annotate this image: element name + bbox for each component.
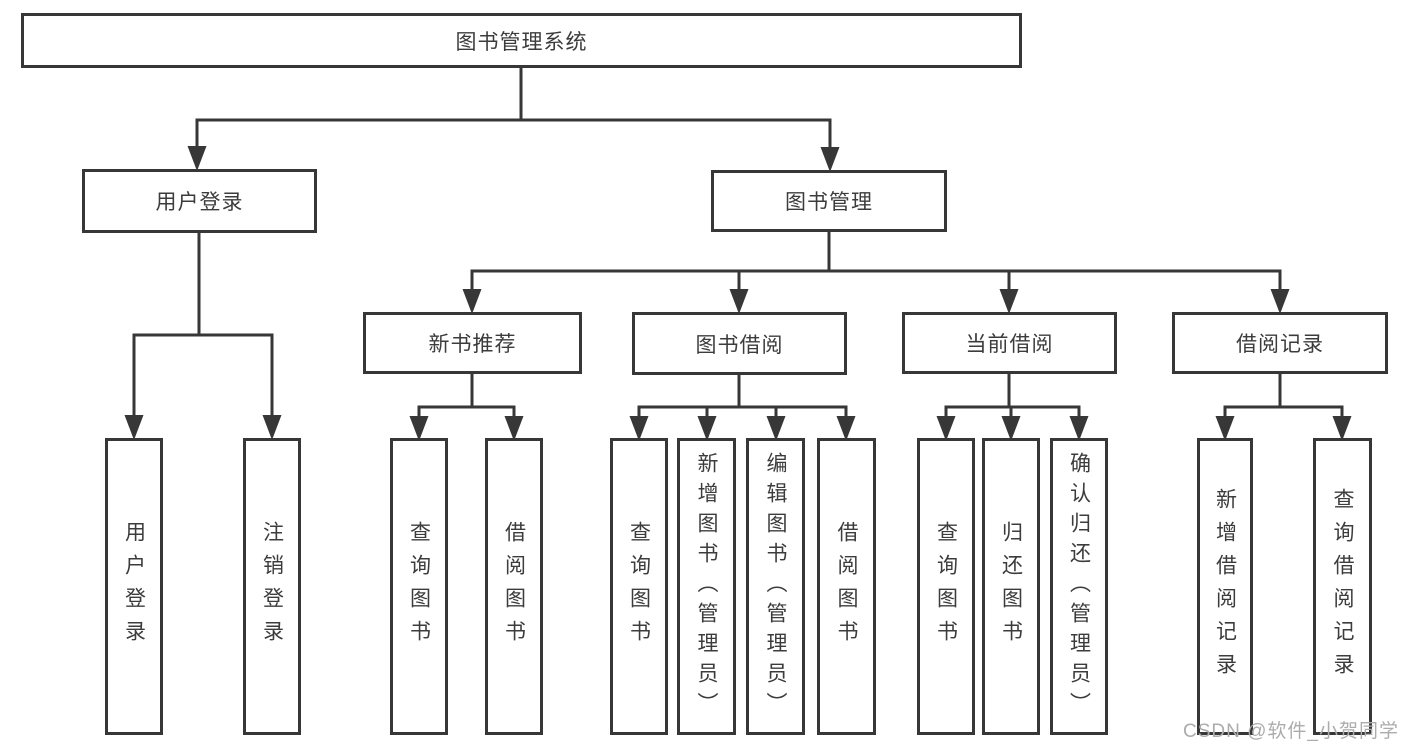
node-leaf-query-books-rec: 查询图书 <box>390 438 448 735</box>
node-label: 用户登录 <box>155 191 244 214</box>
node-user-login-branch: 用户登录 <box>82 169 317 233</box>
node-borrowing-records: 借阅记录 <box>1172 312 1388 374</box>
node-label: 图书借阅 <box>695 333 784 357</box>
node-label: 新增图书（管理员） <box>695 451 718 722</box>
node-label: 新增借阅记录 <box>1213 487 1237 686</box>
arrowheads <box>124 146 1352 441</box>
csdn-watermark: CSDN @软件_小贺同学 <box>1183 721 1399 742</box>
node-label: 注销登录 <box>260 520 284 653</box>
node-label: 图书管理系统 <box>455 30 588 54</box>
node-label: 借阅记录 <box>1236 333 1324 356</box>
node-leaf-confirm-return-admin: 确认归还（管理员） <box>1050 438 1108 735</box>
node-book-management-branch: 图书管理 <box>711 170 947 232</box>
node-leaf-add-book-admin: 新增图书（管理员） <box>677 438 736 735</box>
node-label: 图书管理 <box>785 191 873 214</box>
node-label: 编辑图书（管理员） <box>764 451 787 722</box>
node-book-borrowing: 图书借阅 <box>632 312 847 375</box>
node-leaf-query-borrow-record: 查询借阅记录 <box>1313 438 1372 735</box>
node-label: 查询图书 <box>934 520 958 653</box>
node-label: 查询图书 <box>407 520 431 653</box>
node-label: 查询借阅记录 <box>1331 487 1354 686</box>
node-leaf-borrow-books-rec: 借阅图书 <box>485 438 543 735</box>
node-leaf-borrow-books: 借阅图书 <box>817 438 876 735</box>
node-new-book-recommendation: 新书推荐 <box>363 312 582 374</box>
node-label: 归还图书 <box>999 520 1023 653</box>
node-current-borrowing: 当前借阅 <box>902 312 1117 374</box>
node-leaf-query-books-current: 查询图书 <box>917 438 975 735</box>
node-library-management-system: 图书管理系统 <box>21 13 1022 68</box>
node-label: 借阅图书 <box>502 520 526 653</box>
node-leaf-logout: 注销登录 <box>243 438 301 735</box>
node-label: 借阅图书 <box>835 520 858 653</box>
node-leaf-add-borrow-record: 新增借阅记录 <box>1197 438 1253 735</box>
node-leaf-query-books-borrow: 查询图书 <box>610 438 668 735</box>
node-label: 当前借阅 <box>965 333 1054 356</box>
node-leaf-edit-book-admin: 编辑图书（管理员） <box>746 438 805 735</box>
node-leaf-return-book: 归还图书 <box>982 438 1040 735</box>
node-label: 确认归还（管理员） <box>1067 451 1091 722</box>
node-label: 新书推荐 <box>428 333 517 356</box>
node-label: 查询图书 <box>627 520 651 653</box>
node-leaf-user-login: 用户登录 <box>105 438 163 735</box>
node-label: 用户登录 <box>122 520 146 653</box>
